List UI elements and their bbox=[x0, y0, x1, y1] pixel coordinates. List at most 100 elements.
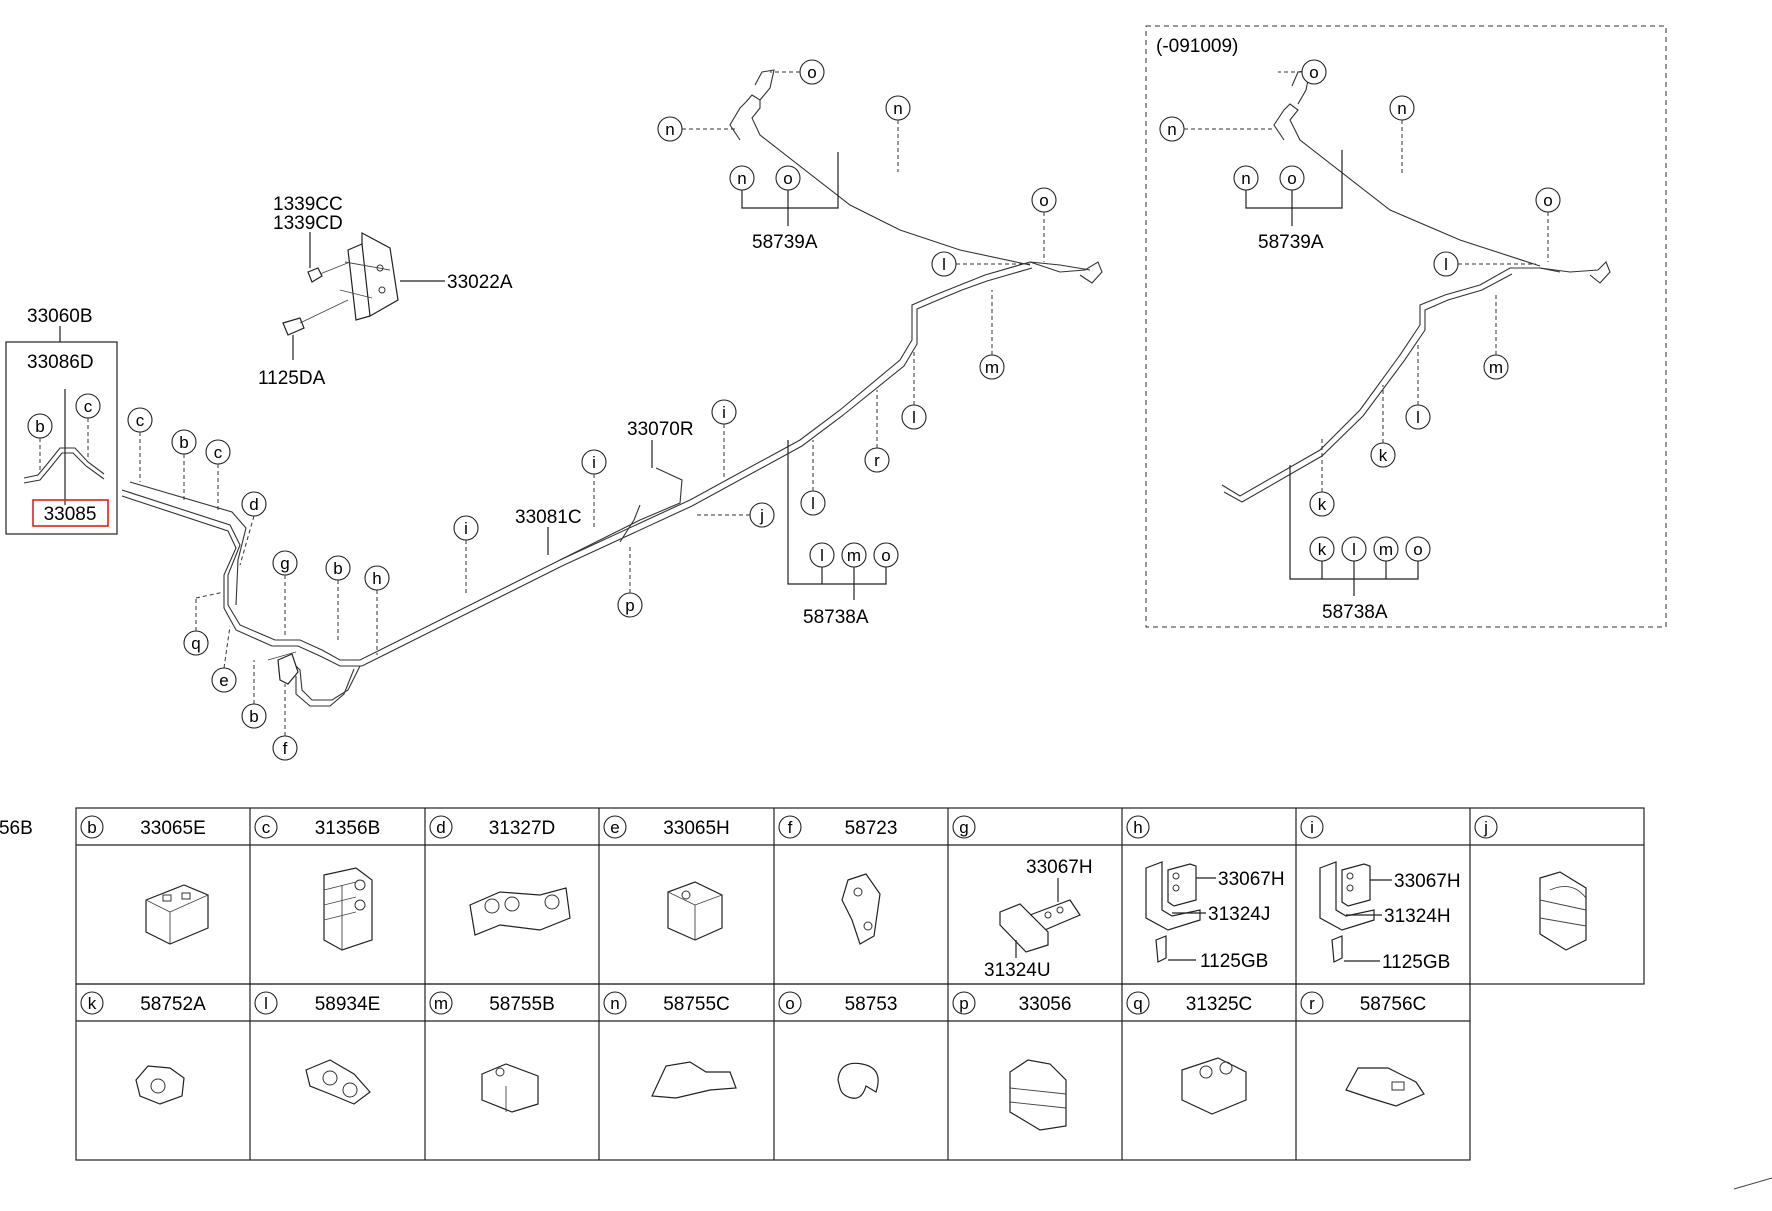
table-code-r: r bbox=[1309, 994, 1315, 1013]
svg-text:b: b bbox=[179, 433, 188, 452]
table-code-circle bbox=[1126, 991, 1150, 1015]
table-code-f: f bbox=[788, 818, 793, 837]
table-part-33065H[interactable]: 33065H bbox=[663, 818, 730, 839]
callout-n-main2: n bbox=[657, 116, 683, 142]
table-part-58723[interactable]: 58723 bbox=[845, 818, 898, 839]
table-part-31327D[interactable]: 31327D bbox=[489, 818, 556, 839]
part-label-33086D: 33086D bbox=[27, 352, 94, 373]
table-part-58755C[interactable]: 58755C bbox=[663, 994, 730, 1015]
bracket-33022A-drawing bbox=[282, 231, 399, 336]
svg-text:m: m bbox=[1489, 358, 1503, 377]
svg-text:l: l bbox=[942, 255, 946, 274]
part-label-58738A-variant: 58738A bbox=[1322, 602, 1388, 623]
part-label-i-33067H: 33067H bbox=[1394, 871, 1461, 892]
table-part-33056B[interactable]: 33056B bbox=[0, 818, 33, 839]
table-part-58752A[interactable]: 58752A bbox=[140, 994, 206, 1015]
callout-l-var1: l bbox=[1433, 251, 1459, 277]
callout-i-main1: i bbox=[453, 515, 479, 541]
table-code-g: g bbox=[959, 818, 968, 837]
callout-l-group1: l bbox=[809, 542, 835, 568]
svg-text:o: o bbox=[1543, 191, 1552, 210]
part-58755C-drawing bbox=[651, 1061, 737, 1099]
table-part-58755B[interactable]: 58755B bbox=[489, 994, 555, 1015]
part-label-i-1125GB: 1125GB bbox=[1382, 952, 1450, 973]
part-label-1339CD: 1339CD bbox=[273, 213, 343, 234]
table-code-circle bbox=[778, 991, 802, 1015]
table-part-58756C[interactable]: 58756C bbox=[1360, 994, 1427, 1015]
svg-text:k: k bbox=[1318, 540, 1327, 559]
table-code-circle bbox=[429, 815, 453, 839]
svg-text:n: n bbox=[1241, 169, 1250, 188]
table-part-58753[interactable]: 58753 bbox=[845, 994, 898, 1015]
part-label-1125DA: 1125DA bbox=[258, 368, 326, 389]
part-58934E-drawing bbox=[305, 1059, 371, 1105]
svg-text:n: n bbox=[737, 169, 746, 188]
svg-text:m: m bbox=[847, 546, 861, 565]
table-part-33065E[interactable]: 33065E bbox=[140, 818, 206, 839]
svg-text:i: i bbox=[592, 453, 596, 472]
callout-e: e bbox=[211, 667, 237, 693]
part-label-58739A: 58739A bbox=[752, 232, 818, 253]
table-cell-h: h bbox=[1126, 815, 1150, 839]
callout-o-group2: o bbox=[873, 542, 899, 568]
callout-o-main1: o bbox=[1031, 187, 1057, 213]
callout-c-main2: c bbox=[205, 439, 231, 465]
table-cell-q: q 31325C bbox=[1126, 991, 1253, 1015]
svg-text:d: d bbox=[249, 495, 258, 514]
svg-text:n: n bbox=[665, 120, 674, 139]
table-code-e: e bbox=[610, 818, 619, 837]
part-58752A-drawing bbox=[135, 1065, 185, 1105]
svg-text:c: c bbox=[84, 397, 93, 416]
table-code-k: k bbox=[88, 994, 97, 1013]
highlight-box-33085[interactable] bbox=[32, 499, 109, 527]
callout-l-var2: l bbox=[1405, 404, 1431, 430]
svg-text:j: j bbox=[759, 506, 764, 525]
table-code-circle bbox=[603, 991, 627, 1015]
part-33065E-drawing bbox=[145, 884, 209, 945]
table-part-33056[interactable]: 33056 bbox=[1019, 994, 1072, 1015]
svg-text:c: c bbox=[214, 443, 223, 462]
svg-text:o: o bbox=[783, 169, 792, 188]
part-label-h-31324J: 31324J bbox=[1208, 904, 1270, 925]
table-part-31325C[interactable]: 31325C bbox=[1186, 994, 1253, 1015]
table-code-i: i bbox=[1310, 818, 1314, 837]
svg-text:m: m bbox=[985, 358, 999, 377]
callout-b-main2: b bbox=[325, 555, 351, 581]
callout-k-group: k bbox=[1309, 536, 1335, 562]
svg-text:o: o bbox=[807, 63, 816, 82]
table-part-58934E[interactable]: 58934E bbox=[315, 994, 381, 1015]
callout-b-main3: b bbox=[241, 703, 267, 729]
callout-k-var2: k bbox=[1309, 491, 1335, 517]
table-code-circle bbox=[80, 815, 104, 839]
part-58755B-drawing bbox=[481, 1063, 539, 1113]
svg-text:c: c bbox=[136, 411, 145, 430]
callout-b-main1: b bbox=[171, 429, 197, 455]
part-label-58739A-variant: 58739A bbox=[1258, 232, 1324, 253]
svg-text:l: l bbox=[912, 408, 916, 427]
callout-j: j bbox=[749, 502, 775, 528]
callout-m-main: m bbox=[979, 354, 1005, 380]
corner-mark bbox=[1733, 1177, 1772, 1190]
svg-text:p: p bbox=[625, 596, 634, 615]
part-label-g-31324U: 31324U bbox=[984, 960, 1051, 981]
svg-text:k: k bbox=[1379, 446, 1388, 465]
part-i-drawing bbox=[1319, 861, 1375, 963]
table-code-q: q bbox=[1133, 994, 1142, 1013]
part-31327D-drawing bbox=[469, 887, 571, 936]
svg-text:o: o bbox=[1287, 169, 1296, 188]
part-label-g-33067H: 33067H bbox=[1026, 857, 1093, 878]
callout-l-main1: l bbox=[800, 490, 826, 516]
part-33056-drawing bbox=[1009, 1059, 1067, 1131]
svg-text:o: o bbox=[1413, 540, 1422, 559]
svg-text:l: l bbox=[1444, 255, 1448, 274]
table-cell-j: j33056B bbox=[0, 815, 1498, 839]
part-label-33085[interactable]: 33085 bbox=[44, 504, 97, 525]
table-part-31356B[interactable]: 31356B bbox=[315, 818, 381, 839]
table-code-circle bbox=[952, 815, 976, 839]
callout-o-group3: o bbox=[1279, 165, 1305, 191]
